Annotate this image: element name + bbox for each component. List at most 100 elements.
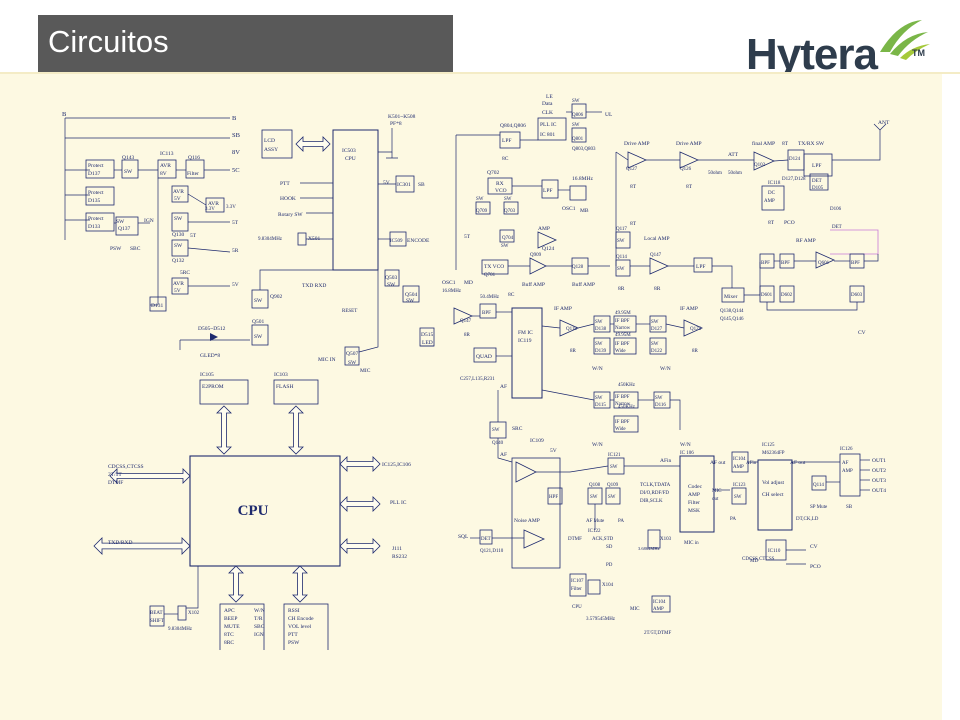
rx-path-highlight xyxy=(830,229,879,255)
label-wn3: W/N xyxy=(592,442,603,448)
label-apc: APC xyxy=(224,608,235,614)
sw-d122 xyxy=(649,337,667,355)
label-q140: Q140 xyxy=(492,441,504,446)
label-q126-t: 8T xyxy=(686,184,693,190)
wire xyxy=(744,262,761,296)
label-ic123: IC123 xyxy=(733,483,746,488)
q128-box xyxy=(571,257,589,275)
label-q137: Q137 xyxy=(118,226,130,232)
label-x103: X103 xyxy=(660,537,672,542)
label-t8c: 8T xyxy=(630,221,637,227)
label-q803: Q803,Q803 xyxy=(572,147,596,152)
label-narrow1: Narrow xyxy=(615,326,631,331)
label-ic110: IC110 xyxy=(768,549,781,554)
ic106-codec xyxy=(679,455,715,533)
label-txd-rxd: TXD RXD xyxy=(302,283,326,289)
label-q143-sw: SW xyxy=(124,169,133,175)
flash-bus xyxy=(288,405,304,455)
label-q704: Q704 xyxy=(502,236,514,241)
label-sbc: SBC xyxy=(130,246,141,252)
label-lpf-ant: LPF xyxy=(812,163,821,169)
label-fm-ic: FM IC xyxy=(518,330,533,336)
ic121 xyxy=(607,457,625,475)
label-q806: Q806 xyxy=(572,113,584,118)
label-mute: MUTE xyxy=(224,624,240,630)
label-q503: Q503 xyxy=(385,275,397,281)
ic125-block xyxy=(757,459,793,531)
q140 xyxy=(489,421,507,439)
label-ul: UL xyxy=(605,112,613,118)
wire xyxy=(864,254,879,262)
label-sw-d139: SW xyxy=(595,342,603,347)
cdcss-bus xyxy=(109,468,191,484)
ic509 xyxy=(389,231,407,247)
q147b-amp xyxy=(453,307,473,325)
label-d505: D505~D512 xyxy=(198,326,226,332)
label-af: AF xyxy=(500,384,507,390)
wire xyxy=(358,270,379,353)
label-local-amp: Local AMP xyxy=(644,236,670,242)
q118-amp xyxy=(559,319,579,337)
label-sql: SQL xyxy=(458,534,469,540)
label-ign2: IGN xyxy=(254,632,264,638)
label-q127-t: 8T xyxy=(630,184,637,190)
wire xyxy=(773,159,789,162)
label-q102: Q102 xyxy=(754,163,766,168)
label-q501-sw: SW xyxy=(254,334,263,340)
label-src: 5RC xyxy=(180,270,190,276)
radio-block-diagram: BBSB8V5CProtectD137ProtectD135ProtectD13… xyxy=(62,94,890,650)
wire xyxy=(541,325,561,329)
label-q114b: Q114 xyxy=(813,483,824,488)
label-q504: Q504 xyxy=(405,292,417,298)
header-divider xyxy=(0,72,960,74)
label-ack: ACK,STD xyxy=(592,537,614,542)
label-ch-select: CH select xyxy=(762,492,784,498)
if-bpf-narrow-450 xyxy=(613,391,639,409)
label-r8c: 8R xyxy=(464,333,471,338)
label-if-bpf2: IF BPF xyxy=(615,342,630,347)
label-mic-in2: MIC in xyxy=(684,541,699,546)
protect-d135 xyxy=(85,186,115,206)
label-m62364: M62364FP xyxy=(762,451,785,456)
label-data: Data xyxy=(542,101,553,107)
label-ic103: IC103 xyxy=(274,372,288,378)
q704 xyxy=(499,229,515,243)
label-encode: ENCODE xyxy=(407,238,430,244)
tx-vco xyxy=(481,259,509,275)
label-q702: Q702 xyxy=(487,170,499,176)
label-q504-sw: SW xyxy=(406,298,415,304)
label-q137-sw: SW xyxy=(116,219,125,225)
ic105-e2prom xyxy=(199,379,249,405)
label-cpu2: CPU xyxy=(572,605,582,610)
mixer xyxy=(721,287,745,303)
label-tclk: TCLK,TDATA xyxy=(640,483,671,488)
label-out2: OUT2 xyxy=(872,468,886,474)
label-cdcss-side: CDCSS,CTCSS xyxy=(742,557,775,562)
label-src2: SRC xyxy=(512,426,523,432)
d515-led xyxy=(419,327,435,347)
wire xyxy=(497,438,513,463)
d601 xyxy=(759,285,775,303)
label-d127: D127,D128 xyxy=(782,177,806,182)
label-pll-ic: PLL IC xyxy=(540,122,557,128)
label-att: ATT xyxy=(728,152,739,158)
label-beep: BEEP xyxy=(224,616,237,622)
rx-vco xyxy=(487,177,513,195)
wire xyxy=(187,247,231,253)
label-d116: D116 xyxy=(655,403,666,408)
label-q130: Q130 xyxy=(172,232,184,238)
label-q601: Q601 xyxy=(818,261,830,266)
label-ic105: IC105 xyxy=(200,372,214,378)
lpf-pll xyxy=(499,131,521,149)
label-q132: Q132 xyxy=(172,258,184,264)
label-q503-sw: SW xyxy=(387,282,396,288)
label-mic2: MIC xyxy=(630,607,640,612)
label-q806-sw: SW xyxy=(572,99,580,104)
q124-amp xyxy=(537,231,557,249)
label-q801-sw: SW xyxy=(572,123,580,128)
q709 xyxy=(475,201,491,215)
label-q126: Q126 xyxy=(680,167,692,172)
pll-ic801 xyxy=(537,117,567,141)
label-reset: RESET xyxy=(342,309,357,314)
label-q116: Q116 xyxy=(188,155,200,161)
